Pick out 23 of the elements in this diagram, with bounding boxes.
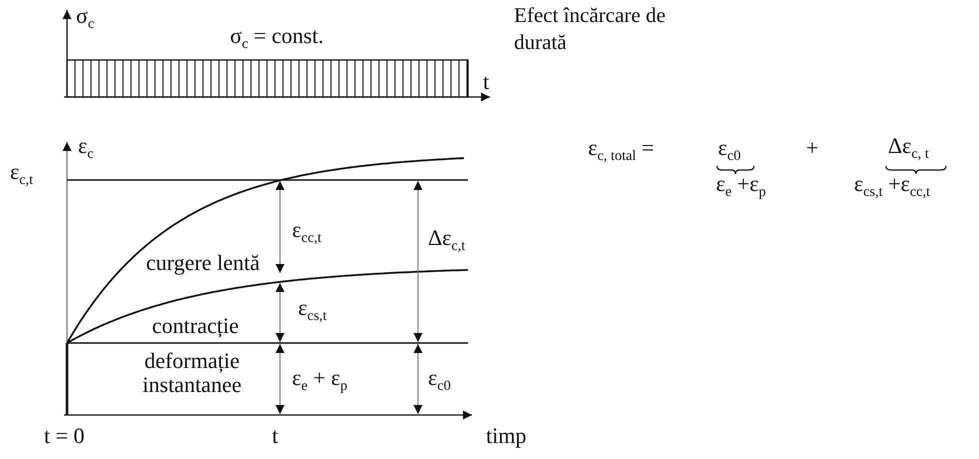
title: Efect încărcare de durată xyxy=(514,2,667,56)
axis-label: t xyxy=(483,70,490,94)
dimension-label: Δε$_{c,t}$ xyxy=(428,226,466,250)
formula-term: ε$_{c, total}$ = xyxy=(588,136,654,160)
dimension-label: ε$_{cc,t}$ xyxy=(292,218,322,242)
formula-term: Δε$_{c, t}$ xyxy=(888,134,929,158)
load-label: σ$_{c}$ = const. xyxy=(230,24,324,48)
axis-label: t = 0 xyxy=(44,424,85,448)
region-label: curgere lentă xyxy=(146,251,260,276)
formula-term: + xyxy=(806,136,818,160)
axis-label: σ$_{c}$ xyxy=(76,4,94,28)
dimension-label: ε$_{e}$ + ε$_{p}$ xyxy=(292,366,348,390)
formula-term: ε$_{cs,t}$ +ε$_{cc,t}$ xyxy=(854,172,930,196)
dimension-label: ε$_{cs,t}$ xyxy=(298,296,327,320)
axis-label: ε$_{c}$ xyxy=(78,134,94,158)
dimension-label: ε$_{c0}$ xyxy=(428,366,451,390)
region-label: deformație instantanee xyxy=(142,349,242,398)
axis-label: ε$_{c,t}$ xyxy=(10,160,34,184)
formula-term: ε$_{e}$ +ε$_{p}$ xyxy=(716,172,766,196)
region-label: contracție xyxy=(152,314,239,338)
axis-label: t xyxy=(272,424,278,448)
formula-term: ε$_{c0}$ xyxy=(718,136,741,160)
axis-label: timp xyxy=(486,424,526,448)
